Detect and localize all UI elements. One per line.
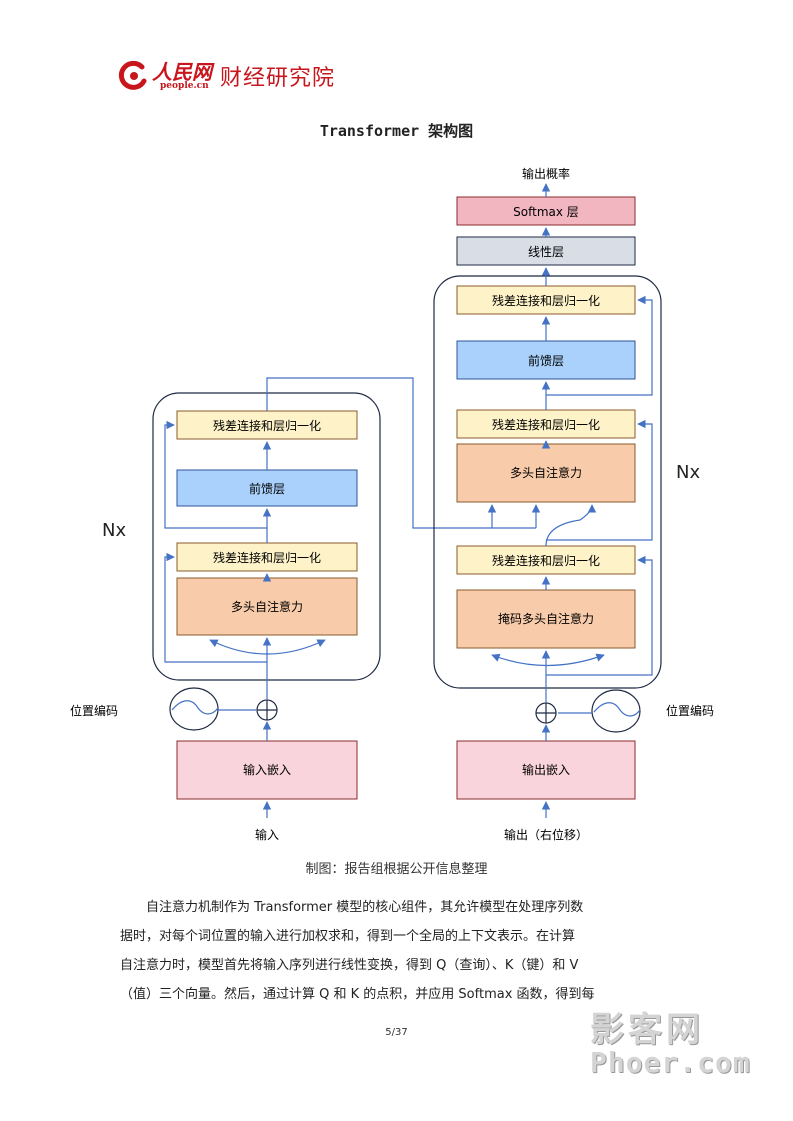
decoder-feed-forward (456, 340, 636, 380)
org-name: 财经研究院 (220, 66, 336, 91)
encoder-attention-label: 多头自注意力 (231, 599, 303, 614)
encoder-feed-forward (176, 469, 358, 507)
decoder-output-probabilities: 输出概率 (522, 166, 570, 181)
paragraph-line: 据时，对每个词位置的输入进行加权求和，得到一个全局的上下文表示。在计算 (120, 929, 576, 944)
decoder-output-shifted-label: 输出（右位移） (504, 827, 588, 842)
transformer-diagram: Nx 残差连接和层归一化 前馈层 残差连接和层归一化 多头自注意力 输入嵌入 输… (70, 166, 714, 842)
encoder-add-norm-top-label: 残差连接和层归一化 (213, 418, 321, 433)
decoder-add-norm-top-label: 残差连接和层归一化 (492, 293, 600, 308)
decoder-masked-attention (456, 589, 636, 649)
decoder-add-norm-middle-label: 残差连接和层归一化 (492, 417, 600, 432)
encoder-nx-label: Nx (102, 520, 126, 541)
watermark-cn: 影客网 (590, 1010, 704, 1050)
logo-main-text: 人民网 (152, 59, 212, 84)
decoder-stack-frame (433, 275, 662, 689)
encoder-input-embedding-label: 输入嵌入 (243, 762, 291, 777)
decoder-linear-label: 线性层 (528, 245, 564, 259)
encoder-positional-wave-icon (169, 687, 219, 731)
decoder-attention-label: 多头自注意力 (510, 465, 582, 480)
decoder-positional-wave-icon (591, 689, 641, 733)
header-logo: 人民网 people.cn 财经研究院 (118, 58, 335, 94)
encoder-input-label: 输入 (255, 827, 279, 842)
decoder-add-norm-bottom-label: 残差连接和层归一化 (492, 553, 600, 568)
decoder-multi-head-attention (456, 443, 636, 503)
decoder-output-embedding-label: 输出嵌入 (522, 762, 570, 777)
decoder-add-norm-middle (456, 409, 636, 439)
decoder-softmax-label: Softmax 层 (513, 205, 579, 219)
decoder-softmax (456, 196, 636, 226)
figure-caption: 制图：报告组根据公开信息整理 (305, 862, 488, 877)
paragraph-line: 自注意力时，模型首先将输入序列进行线性变换，得到 Q（查询）、K（键）和 V (120, 958, 579, 973)
decoder-linear (456, 236, 636, 266)
people-logo-icon (118, 61, 147, 90)
decoder-output-embedding (456, 740, 636, 800)
paragraph-line: 自注意力机制作为 Transformer 模型的核心组件，其允许模型在处理序列数 (146, 900, 584, 915)
decoder-add-norm-top (456, 285, 636, 315)
decoder-add-norm-bottom (456, 545, 636, 575)
encoder-add-norm-bottom-label: 残差连接和层归一化 (213, 550, 321, 565)
watermark-en: Phoer.com (590, 1046, 751, 1079)
paragraph-line: （值）三个向量。然后，通过计算 Q 和 K 的点积，并应用 Softmax 函数… (120, 987, 595, 1002)
encoder-feed-forward-label: 前馈层 (249, 481, 285, 496)
decoder-nx-label: Nx (676, 462, 700, 483)
figure-title: Transformer 架构图 (319, 122, 474, 140)
encoder-add-norm-top (176, 410, 358, 440)
decoder-feed-forward-label: 前馈层 (528, 353, 564, 368)
encoder-multi-head-attention (176, 577, 358, 636)
decoder-positional-label: 位置编码 (666, 703, 714, 718)
encoder-input-embedding (176, 740, 358, 800)
body-paragraph: 自注意力机制作为 Transformer 模型的核心组件，其允许模型在处理序列数… (120, 893, 675, 1009)
logo-sub-text: people.cn (160, 80, 209, 91)
decoder-masked-attention-label: 掩码多头自注意力 (498, 611, 594, 626)
page-number: 5/37 (385, 1027, 408, 1038)
encoder-positional-label: 位置编码 (70, 703, 118, 718)
encoder-add-norm-bottom (176, 542, 358, 572)
